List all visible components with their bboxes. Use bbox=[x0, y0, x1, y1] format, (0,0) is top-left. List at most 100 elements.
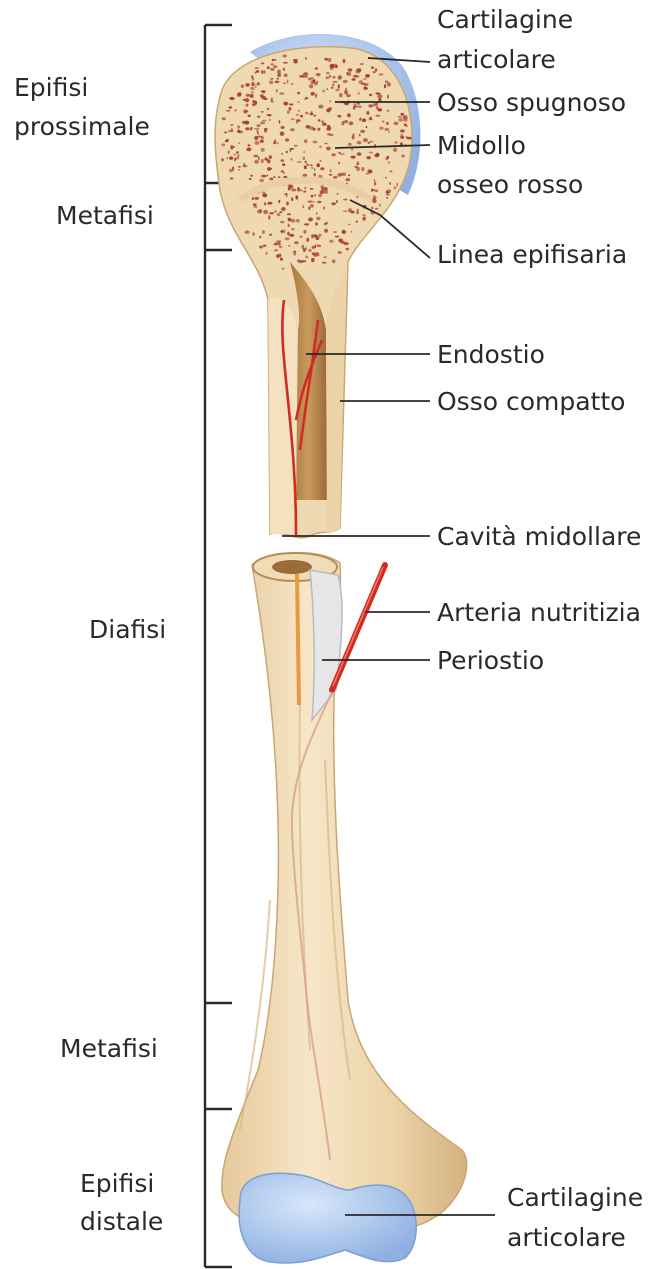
label-metafisi-upper: Metafisi bbox=[56, 201, 154, 230]
spongy-bone-dot bbox=[228, 130, 233, 132]
spongy-bone-dot bbox=[287, 232, 289, 236]
spongy-bone-dot bbox=[295, 195, 298, 199]
spongy-bone-dot bbox=[280, 221, 284, 224]
spongy-bone-dot bbox=[277, 78, 279, 80]
spongy-bone-dot bbox=[348, 143, 352, 146]
spongy-bone-dot bbox=[367, 169, 372, 173]
spongy-bone-dot bbox=[329, 240, 333, 243]
spongy-bone-dot bbox=[267, 202, 272, 205]
spongy-bone-dot bbox=[330, 169, 332, 172]
spongy-bone-dot bbox=[267, 66, 270, 69]
spongy-bone-dot bbox=[265, 252, 267, 255]
spongy-bone-dot bbox=[359, 134, 361, 137]
spongy-bone-dot bbox=[371, 207, 373, 210]
spongy-bone-dot bbox=[343, 59, 346, 63]
spongy-bone-dot bbox=[338, 251, 342, 253]
spongy-bone-dot bbox=[306, 164, 309, 166]
spongy-bone-dot bbox=[387, 95, 389, 99]
spongy-bone-dot bbox=[310, 204, 314, 208]
spongy-bone-dot bbox=[300, 115, 303, 118]
spongy-bone-dot bbox=[372, 199, 377, 203]
spongy-bone-dot bbox=[269, 178, 273, 181]
spongy-bone-dot bbox=[319, 146, 321, 148]
spongy-bone-dot bbox=[290, 128, 295, 131]
spongy-bone-dot bbox=[277, 213, 281, 216]
spongy-bone-dot bbox=[332, 83, 335, 86]
spongy-bone-dot bbox=[282, 268, 285, 270]
spongy-bone-dot bbox=[311, 195, 314, 198]
spongy-bone-dot bbox=[311, 92, 315, 96]
left-labels: Epifisi prossimale Metafisi Diafisi Meta… bbox=[14, 73, 166, 1236]
spongy-bone-dot bbox=[253, 155, 258, 158]
spongy-bone-dot bbox=[361, 167, 365, 171]
spongy-bone-dot bbox=[297, 161, 302, 163]
spongy-bone-dot bbox=[262, 120, 266, 122]
spongy-bone-dot bbox=[259, 179, 264, 182]
spongy-bone-dot bbox=[286, 193, 288, 197]
spongy-bone-dot bbox=[329, 174, 333, 176]
spongy-bone-dot bbox=[322, 123, 327, 126]
spongy-bone-dot bbox=[314, 168, 316, 171]
spongy-bone-dot bbox=[287, 213, 291, 215]
spongy-bone-dot bbox=[311, 234, 314, 238]
spongy-bone-dot bbox=[232, 167, 234, 171]
label-cartilagine-articolare-bottom-line1: Cartilagine bbox=[507, 1183, 643, 1212]
spongy-bone-dot bbox=[341, 241, 345, 244]
spongy-bone-dot bbox=[327, 133, 331, 136]
spongy-bone-dot bbox=[251, 91, 254, 93]
spongy-bone-dot bbox=[237, 154, 239, 157]
spongy-bone-dot bbox=[284, 74, 288, 78]
spongy-bone-dot bbox=[362, 217, 366, 221]
spongy-bone-dot bbox=[275, 81, 280, 84]
spongy-bone-dot bbox=[332, 76, 335, 78]
spongy-bone-dot bbox=[304, 139, 307, 143]
spongy-bone-dot bbox=[357, 69, 361, 73]
spongy-bone-dot bbox=[384, 84, 386, 88]
spongy-bone-dot bbox=[259, 236, 261, 239]
spongy-bone-dot bbox=[283, 62, 288, 64]
spongy-bone-dot bbox=[347, 72, 351, 76]
spongy-bone-dot bbox=[374, 154, 379, 157]
spongy-bone-dot bbox=[321, 187, 325, 191]
spongy-bone-dot bbox=[297, 92, 300, 95]
spongy-bone-dot bbox=[226, 139, 228, 142]
spongy-bone-dot bbox=[352, 78, 356, 80]
spongy-bone-dot bbox=[336, 193, 338, 195]
spongy-bone-dot bbox=[355, 75, 360, 77]
spongy-bone-dot bbox=[311, 80, 315, 84]
spongy-bone-dot bbox=[274, 210, 277, 212]
spongy-bone-dot bbox=[228, 151, 230, 154]
spongy-bone-dot bbox=[257, 116, 260, 118]
spongy-bone-dot bbox=[296, 219, 300, 223]
spongy-bone-dot bbox=[335, 65, 338, 68]
spongy-bone-dot bbox=[287, 79, 289, 83]
spongy-bone-dot bbox=[320, 160, 322, 162]
spongy-bone-dot bbox=[353, 103, 356, 105]
spongy-bone-dot bbox=[344, 90, 348, 94]
spongy-bone-dot bbox=[291, 118, 295, 120]
spongy-bone-dot bbox=[352, 135, 355, 139]
spongy-bone-dot bbox=[363, 78, 367, 80]
spongy-bone-dot bbox=[278, 200, 280, 203]
spongy-bone-dot bbox=[262, 90, 266, 93]
spongy-bone-dot bbox=[278, 176, 281, 178]
spongy-bone-dot bbox=[269, 234, 272, 236]
spongy-bone-dot bbox=[317, 244, 320, 247]
label-epifisi-distale-line2: distale bbox=[80, 1207, 163, 1236]
spongy-bone-dot bbox=[290, 158, 292, 160]
spongy-bone-dot bbox=[362, 214, 366, 216]
spongy-bone-dot bbox=[246, 148, 251, 152]
label-metafisi-lower: Metafisi bbox=[60, 1034, 158, 1063]
spongy-bone-dot bbox=[251, 82, 254, 86]
spongy-bone-dot bbox=[346, 94, 351, 97]
spongy-bone-dot bbox=[303, 151, 305, 153]
spongy-bone-dot bbox=[282, 163, 285, 166]
spongy-bone-dot bbox=[250, 175, 253, 177]
spongy-bone-dot bbox=[362, 119, 367, 123]
spongy-bone-dot bbox=[356, 167, 360, 171]
spongy-bone-dot bbox=[283, 102, 288, 106]
spongy-bone-dot bbox=[270, 63, 274, 65]
spongy-bone-dot bbox=[261, 62, 265, 64]
spongy-bone-dot bbox=[387, 110, 390, 112]
label-epifisi-distale-line1: Epifisi bbox=[80, 1169, 154, 1198]
